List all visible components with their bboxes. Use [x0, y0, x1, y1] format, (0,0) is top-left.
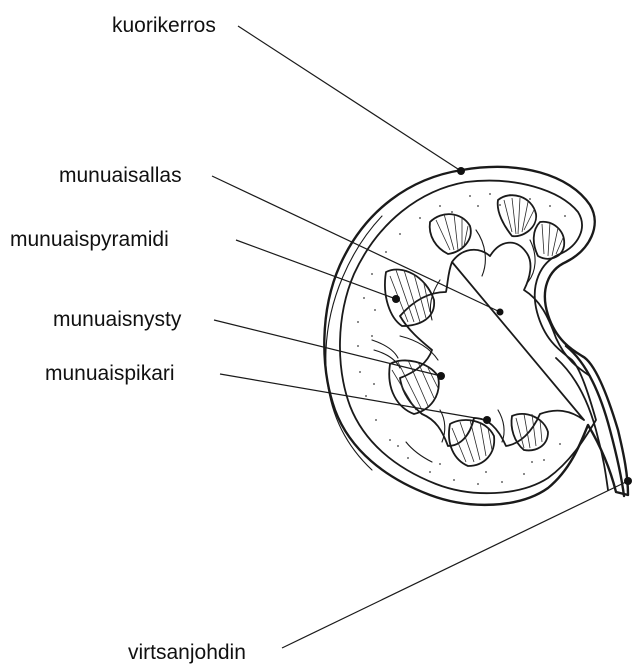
label-pyramid: munuaispyramidi [10, 228, 169, 251]
kidney-outer-sheath [326, 216, 382, 470]
dot-papilla [437, 372, 445, 380]
label-ureter: virtsanjohdin [128, 641, 246, 664]
leader-lines [212, 26, 628, 648]
label-pelvis: munuaisallas [59, 164, 182, 187]
dot-calyx [483, 416, 491, 424]
leader-pyramid [236, 240, 396, 299]
labels: kuorikerros munuaisallas munuaispyramidi… [10, 14, 246, 664]
leader-pelvis [212, 176, 500, 312]
renal-pelvis-outline [400, 243, 590, 446]
leader-ureter [282, 481, 628, 648]
leader-cortex [238, 26, 461, 171]
dot-pelvis [497, 309, 504, 316]
label-calyx: munuaispikari [45, 362, 175, 385]
kidney-capsule [324, 167, 628, 505]
label-cortex: kuorikerros [112, 14, 216, 37]
label-papilla: munuaisnysty [53, 308, 182, 331]
dot-pyramid [392, 295, 400, 303]
kidney-illustration [324, 167, 628, 505]
dot-ureter [624, 477, 632, 485]
dot-cortex [457, 167, 465, 175]
